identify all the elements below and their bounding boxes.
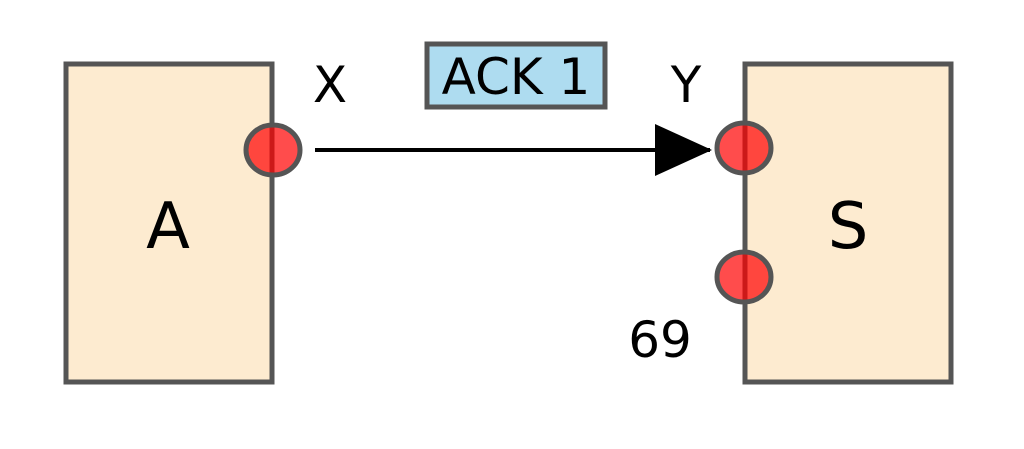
port-69-label: 69 (628, 311, 692, 369)
edge-label-box (424, 41, 608, 110)
edge-label: ACK 1 (424, 41, 608, 110)
node-s[interactable]: S (742, 61, 954, 385)
node-s-box[interactable] (742, 61, 954, 385)
node-a-box[interactable] (63, 61, 275, 385)
arrowhead-icon (655, 124, 712, 176)
port-y-label: Y (670, 56, 702, 114)
node-a-label: A (146, 190, 190, 264)
port-69[interactable] (714, 249, 774, 305)
node-a[interactable]: A (63, 61, 275, 385)
edge-label-text: ACK 1 (442, 48, 591, 106)
node-s-label: S (828, 190, 869, 264)
port-x[interactable] (243, 122, 303, 178)
edge-ack[interactable] (315, 124, 712, 176)
port-y[interactable] (714, 120, 774, 176)
port-x-label: X (313, 56, 347, 114)
